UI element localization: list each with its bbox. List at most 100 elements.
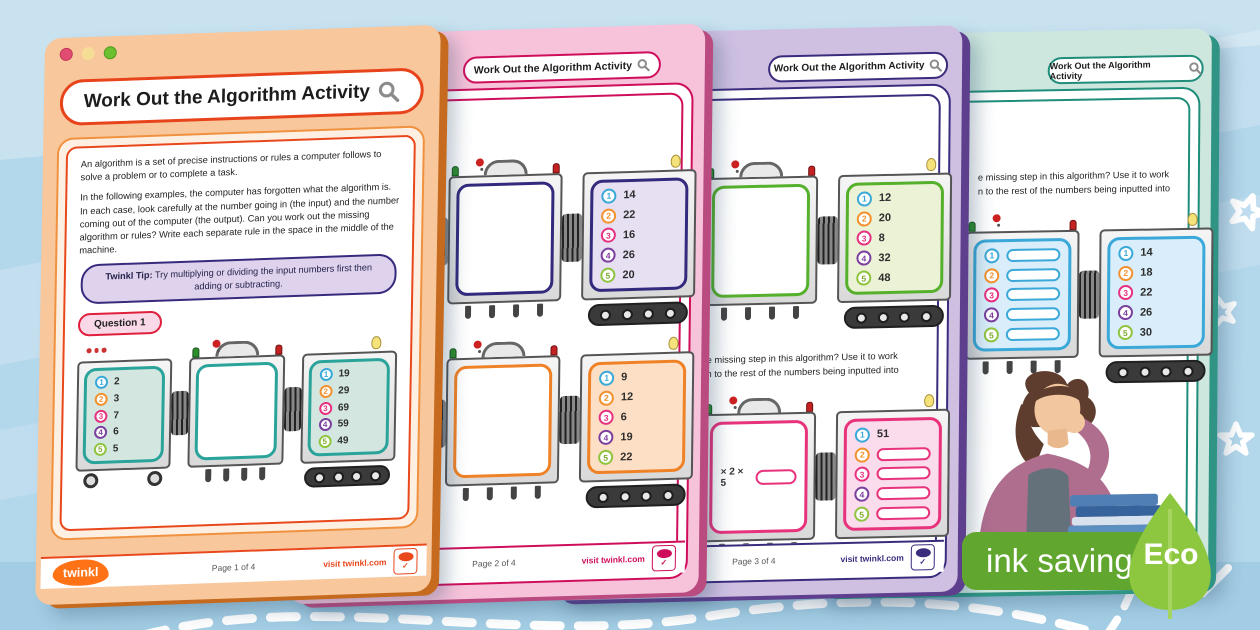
row-number-badge: 4: [983, 307, 1000, 323]
output-value: 32: [878, 251, 891, 264]
light-bulb: [371, 336, 382, 350]
joystick: [729, 396, 738, 405]
rule-blank-space: [455, 181, 555, 297]
joystick: [992, 214, 1002, 223]
output-value: 20: [622, 268, 635, 281]
row-number-badge: 3: [984, 287, 1000, 303]
row-number-badge: 1: [94, 375, 109, 390]
output-value: 19: [338, 368, 350, 380]
output-value: 29: [338, 385, 350, 397]
output-value: 48: [878, 271, 891, 284]
row-number-badge: 4: [94, 425, 108, 440]
rule-blank-space: [453, 363, 553, 479]
output-value: 19: [620, 430, 633, 444]
input-machine: 1 2 3 4 5: [964, 213, 1080, 375]
output-value: 30: [1139, 326, 1153, 339]
row-number-badge: 4: [1117, 305, 1134, 321]
red-light: [806, 401, 814, 412]
worksheet-title-pill: Work Out the Algorithm Activity: [59, 67, 425, 127]
worksheet-page-4: Work Out the Algorithm Activity e missin…: [812, 28, 1214, 596]
twinkl-logo: twinkl: [52, 558, 109, 587]
content-box: An algorithm is a set of precise instruc…: [59, 134, 416, 532]
worksheet-page-1: Work Out the Algorithm Activity An algor…: [35, 24, 441, 606]
eco-leaf-icon: [1129, 493, 1211, 619]
row-number-badge: 2: [601, 208, 617, 224]
machine-connector: [171, 390, 190, 436]
blank-answer-pill: [876, 466, 931, 481]
green-light: [449, 348, 457, 359]
red-light: [1069, 219, 1077, 230]
output-value: 26: [1139, 306, 1153, 319]
blank-answer-pill: [1006, 248, 1061, 262]
row-number-badge: 4: [318, 417, 332, 432]
machine-connector: [435, 399, 446, 448]
tank-tracks: [304, 464, 391, 488]
question-badge: Question 1: [77, 310, 162, 337]
blank-answer-pill: [1006, 287, 1061, 302]
output-value: 16: [622, 228, 636, 242]
output-value: 6: [620, 411, 627, 424]
input-value: 5: [112, 442, 119, 455]
blank-answer-pill: [876, 506, 931, 521]
indicator-lights: [86, 347, 107, 353]
content-panel: An algorithm is a set of precise instruc…: [50, 125, 426, 541]
row-number-badge: 1: [1118, 245, 1134, 262]
row-number-badge: 1: [319, 368, 333, 382]
green-light: [968, 221, 976, 232]
page-footer: twinkl Page 1 of 4 visit twinkl.com ✓: [40, 543, 427, 590]
machine-legs: [445, 485, 559, 502]
row-number-badge: 2: [94, 392, 108, 407]
page-title-pill: Work Out the Algorithm Activity: [462, 51, 662, 84]
red-light: [550, 345, 558, 356]
output-value: 59: [337, 418, 349, 430]
question-text-line: n to the rest of the numbers being input…: [706, 365, 899, 380]
machine-dome: [215, 340, 260, 357]
row-number-badge: 3: [1118, 285, 1134, 301]
row-number-badge: 1: [984, 248, 1000, 264]
search-icon: [637, 59, 650, 72]
tip-label: Twinkl Tip:: [105, 270, 153, 282]
green-light: [192, 347, 200, 358]
machine-wheels: [75, 470, 171, 489]
row-number-badge: 2: [984, 267, 1000, 284]
output-value: 22: [623, 209, 636, 222]
green-light: [705, 404, 713, 415]
row-number-badge: 3: [598, 410, 614, 426]
rule-machine: [447, 156, 563, 320]
rule-machine: [703, 159, 819, 322]
page-title-pill: Work Out the Algorithm Activity: [1047, 54, 1204, 85]
light-bulb: [924, 393, 935, 408]
machine-connector: [817, 216, 838, 265]
row-number-badge: 1: [854, 427, 870, 443]
output-value: 26: [622, 248, 635, 262]
joystick: [731, 160, 740, 169]
row-number-badge: 5: [983, 327, 999, 343]
rule-blank-space: [711, 183, 811, 299]
tip-text: Try multiplying or dividing the input nu…: [154, 262, 373, 292]
twinkl-tip-box: Twinkl Tip: Try multiplying or dividing …: [80, 253, 397, 305]
output-value: 8: [878, 232, 885, 245]
input-value: 6: [113, 426, 119, 438]
tank-tracks: [585, 483, 686, 509]
question-text-line: n to the rest of the numbers being input…: [977, 183, 1171, 197]
page-title-pill: Work Out the Algorithm Activity: [768, 51, 949, 83]
machine-legs: [447, 303, 561, 319]
rule-blank-space: [194, 361, 278, 461]
rule-machine: × 2 × 5: [701, 395, 817, 558]
machine-connector: [561, 213, 583, 263]
intro-paragraph: An algorithm is a set of precise instruc…: [80, 148, 382, 183]
ink-saving-eco-badge: ink saving Eco: [962, 480, 1224, 630]
row-number-badge: 2: [1118, 265, 1134, 281]
green-light: [451, 166, 459, 177]
tank-tracks: [587, 301, 689, 327]
output-value: 14: [1140, 246, 1153, 260]
output-value: 9: [621, 371, 628, 384]
input-value: 2: [113, 376, 120, 388]
window-controls: [59, 46, 117, 62]
green-light: [707, 167, 715, 179]
rule-machine: [187, 337, 285, 483]
